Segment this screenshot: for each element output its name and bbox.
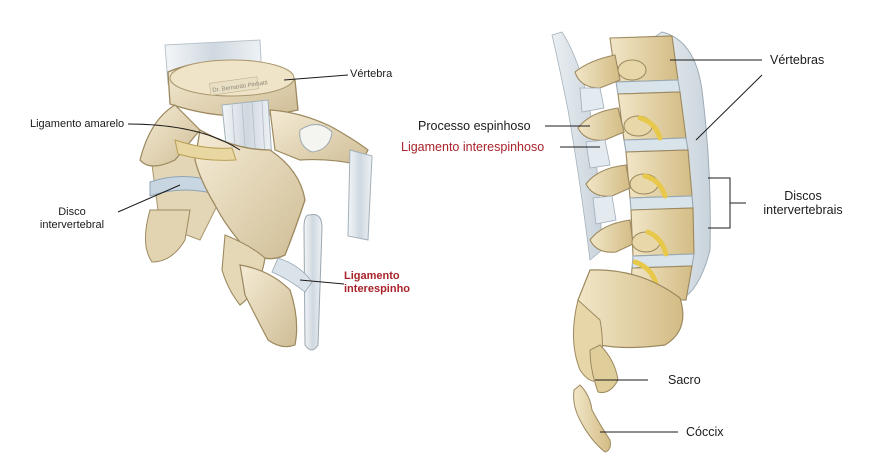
label-ligamento-interespinhoso: Ligamento interespinhoso	[401, 140, 545, 154]
label-coccix: Cóccix	[686, 425, 724, 439]
label-ligamento-amarelo: Ligamento amarelo	[30, 118, 125, 130]
label-disco-line2: intervertebral	[39, 218, 105, 231]
label-sacro: Sacro	[668, 373, 701, 387]
label-discos-intervertebrais: Discos intervertebrais	[748, 189, 858, 218]
label-disco-line1: Disco	[58, 206, 86, 218]
label-vertebras: Vértebras	[770, 53, 825, 67]
lumbar-spine-illustration	[545, 31, 763, 453]
label-discos-line2: intervertebrais	[763, 203, 843, 218]
label-disco-intervertebral: Disco intervertebral	[30, 206, 114, 231]
label-processo-espinhoso: Processo espinhoso	[418, 119, 531, 133]
label-vertebra: Vértebra	[350, 68, 393, 80]
label-interespinho-line2: interespinho	[344, 282, 411, 295]
label-interespinho-line1: Ligamento	[344, 270, 400, 282]
vertebra-illustration: Dr. Bernardo Pinhatti	[117, 39, 373, 351]
label-discos-line1: Discos	[784, 189, 822, 203]
label-ligamento-interespinho: Ligamento interespinho	[344, 270, 410, 295]
